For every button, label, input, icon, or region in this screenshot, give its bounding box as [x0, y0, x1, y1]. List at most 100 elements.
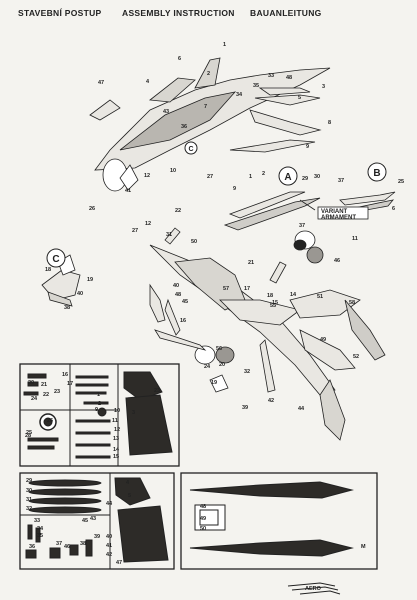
- callout-sprue1-1: 1: [97, 392, 100, 398]
- callout-mid-46: 46: [334, 258, 340, 264]
- callout-mid-23: 23: [154, 388, 160, 394]
- callout-mid-21: 21: [248, 260, 254, 266]
- callout-mid-31: 31: [166, 232, 172, 238]
- callout-sprue1-26: 26: [47, 418, 53, 424]
- callout-upper-2: 2: [207, 71, 210, 77]
- aero-logo-wings: [287, 582, 341, 595]
- callout-upper-26: 26: [89, 206, 95, 212]
- callout-mid-55: 55: [270, 303, 276, 309]
- callout-mid-50: 50: [191, 239, 197, 245]
- callout-sprue2-39: 39: [94, 534, 100, 540]
- callout-boxA-9: 9: [233, 186, 236, 192]
- callout-sprue2-29: 29: [26, 478, 32, 484]
- callout-mid-15: 15: [272, 300, 278, 306]
- upper-fuselage-drawing: [89, 57, 331, 192]
- callout-sprue2-43: 43: [90, 516, 96, 522]
- callout-mid-39: 39: [242, 405, 248, 411]
- title-german: BAUANLEITUNG: [250, 8, 322, 18]
- callout-mid-51: 51: [317, 294, 323, 300]
- callout-boxB-25: 25: [398, 179, 404, 185]
- callout-mid-42: 42: [268, 398, 274, 404]
- callout-sprue1-13: 13: [113, 436, 119, 442]
- callout-sprue1-3: 3: [132, 410, 135, 416]
- callout-sprue2-4: 4: [126, 480, 130, 486]
- callout-mid-49: 49: [320, 337, 326, 343]
- callout-sprue2-41: 41: [106, 543, 112, 549]
- callout-upper-12: 12: [144, 173, 150, 179]
- callout-upper-7: 7: [204, 104, 207, 110]
- aero-logo: AERO: [305, 586, 322, 592]
- step-c-label: C: [52, 254, 59, 265]
- callout-sprue2-44: 44: [106, 501, 113, 507]
- callout-sprue2-47: 47: [116, 560, 122, 566]
- callout-mid-19: 19: [211, 380, 217, 386]
- callout-upper-48: 48: [286, 75, 292, 81]
- callout-sprue3-48: 48: [200, 504, 206, 510]
- callout-sprue1-2: 2: [98, 401, 101, 407]
- callout-sprue1-11: 11: [112, 418, 118, 424]
- callout-sprue1-28: 28: [25, 433, 31, 439]
- callout-mid-37: 37: [299, 223, 305, 229]
- callout-boxB-6: 6: [392, 206, 395, 212]
- callout-upper-27: 27: [207, 174, 213, 180]
- callout-sprue2-34: 34: [37, 526, 44, 532]
- callout-sprue3-50: 50: [200, 526, 206, 532]
- step-b-label: B: [373, 168, 380, 179]
- variant-label-2: ARMAMENT: [321, 215, 356, 221]
- callout-leftC-38: 38: [64, 305, 70, 311]
- callout-sprue2-33: 33: [34, 518, 40, 524]
- step-markers: [46, 141, 387, 268]
- main-airframe-drawing: [149, 227, 386, 441]
- callout-sprue1-16: 16: [62, 372, 68, 378]
- callout-mid-17: 17: [244, 286, 250, 292]
- callout-upper-1: 1: [223, 42, 226, 48]
- callout-mid-58: 58: [349, 300, 355, 306]
- sprue-frame-3: [180, 472, 378, 570]
- callout-sprue2-31: 31: [26, 497, 32, 503]
- callout-sprue2-36: 36: [29, 544, 35, 550]
- variant-label-1: VARIANT: [321, 209, 348, 215]
- callout-sprue2-46: 46: [64, 544, 70, 550]
- callout-mid-27: 27: [132, 228, 138, 234]
- callout-mid-45: 45: [182, 299, 188, 305]
- callout-upper-36: 36: [181, 124, 187, 130]
- callout-sprue2-42: 42: [106, 552, 112, 558]
- callout-sprue1-21: 21: [41, 382, 47, 388]
- callout-mid-44: 44: [298, 406, 305, 412]
- callout-upper-9: 9: [306, 144, 309, 150]
- callout-upper-35: 35: [253, 83, 259, 89]
- callout-mid-52: 52: [353, 354, 359, 360]
- callout-upper-6: 6: [178, 56, 181, 62]
- callout-sprue2-38: 38: [80, 541, 86, 547]
- callout-leftC-19: 19: [87, 277, 93, 283]
- callout-mid-32: 32: [244, 369, 250, 375]
- callout-upper-34: 34: [236, 92, 243, 98]
- callout-sprue2-37: 37: [56, 541, 62, 547]
- callout-sprue1-12: 12: [114, 427, 120, 433]
- callout-boxA-1: 1: [249, 174, 252, 180]
- callout-mid-12: 12: [145, 221, 151, 227]
- callout-sprue1-14: 14: [113, 447, 120, 453]
- callout-mid-57: 57: [223, 286, 229, 292]
- callout-mid-20: 20: [219, 362, 225, 368]
- callout-boxA-29: 29: [302, 176, 308, 182]
- callout-mid-16: 16: [180, 318, 186, 324]
- callout-upper-43: 43: [163, 109, 169, 115]
- callout-upper-5: 5: [298, 95, 301, 101]
- callout-sprue1-20: 20: [28, 380, 34, 386]
- callout-leftC-40: 40: [77, 291, 83, 297]
- callout-upper-41: 41: [125, 188, 131, 194]
- callout-sprue1-22: 22: [43, 392, 49, 398]
- callout-upper-33: 33: [268, 73, 274, 79]
- callout-sprue2-40: 40: [106, 534, 112, 540]
- callout-mid-22: 22: [175, 208, 181, 214]
- sprue-frame-1: [19, 363, 180, 467]
- callout-sprue2-5: 5: [128, 493, 131, 499]
- callout-sprue3-M: M: [361, 544, 366, 550]
- callout-sprue2-35: 35: [37, 533, 43, 539]
- callout-sprue2-32: 32: [26, 506, 32, 512]
- callout-boxA-2: 2: [262, 171, 265, 177]
